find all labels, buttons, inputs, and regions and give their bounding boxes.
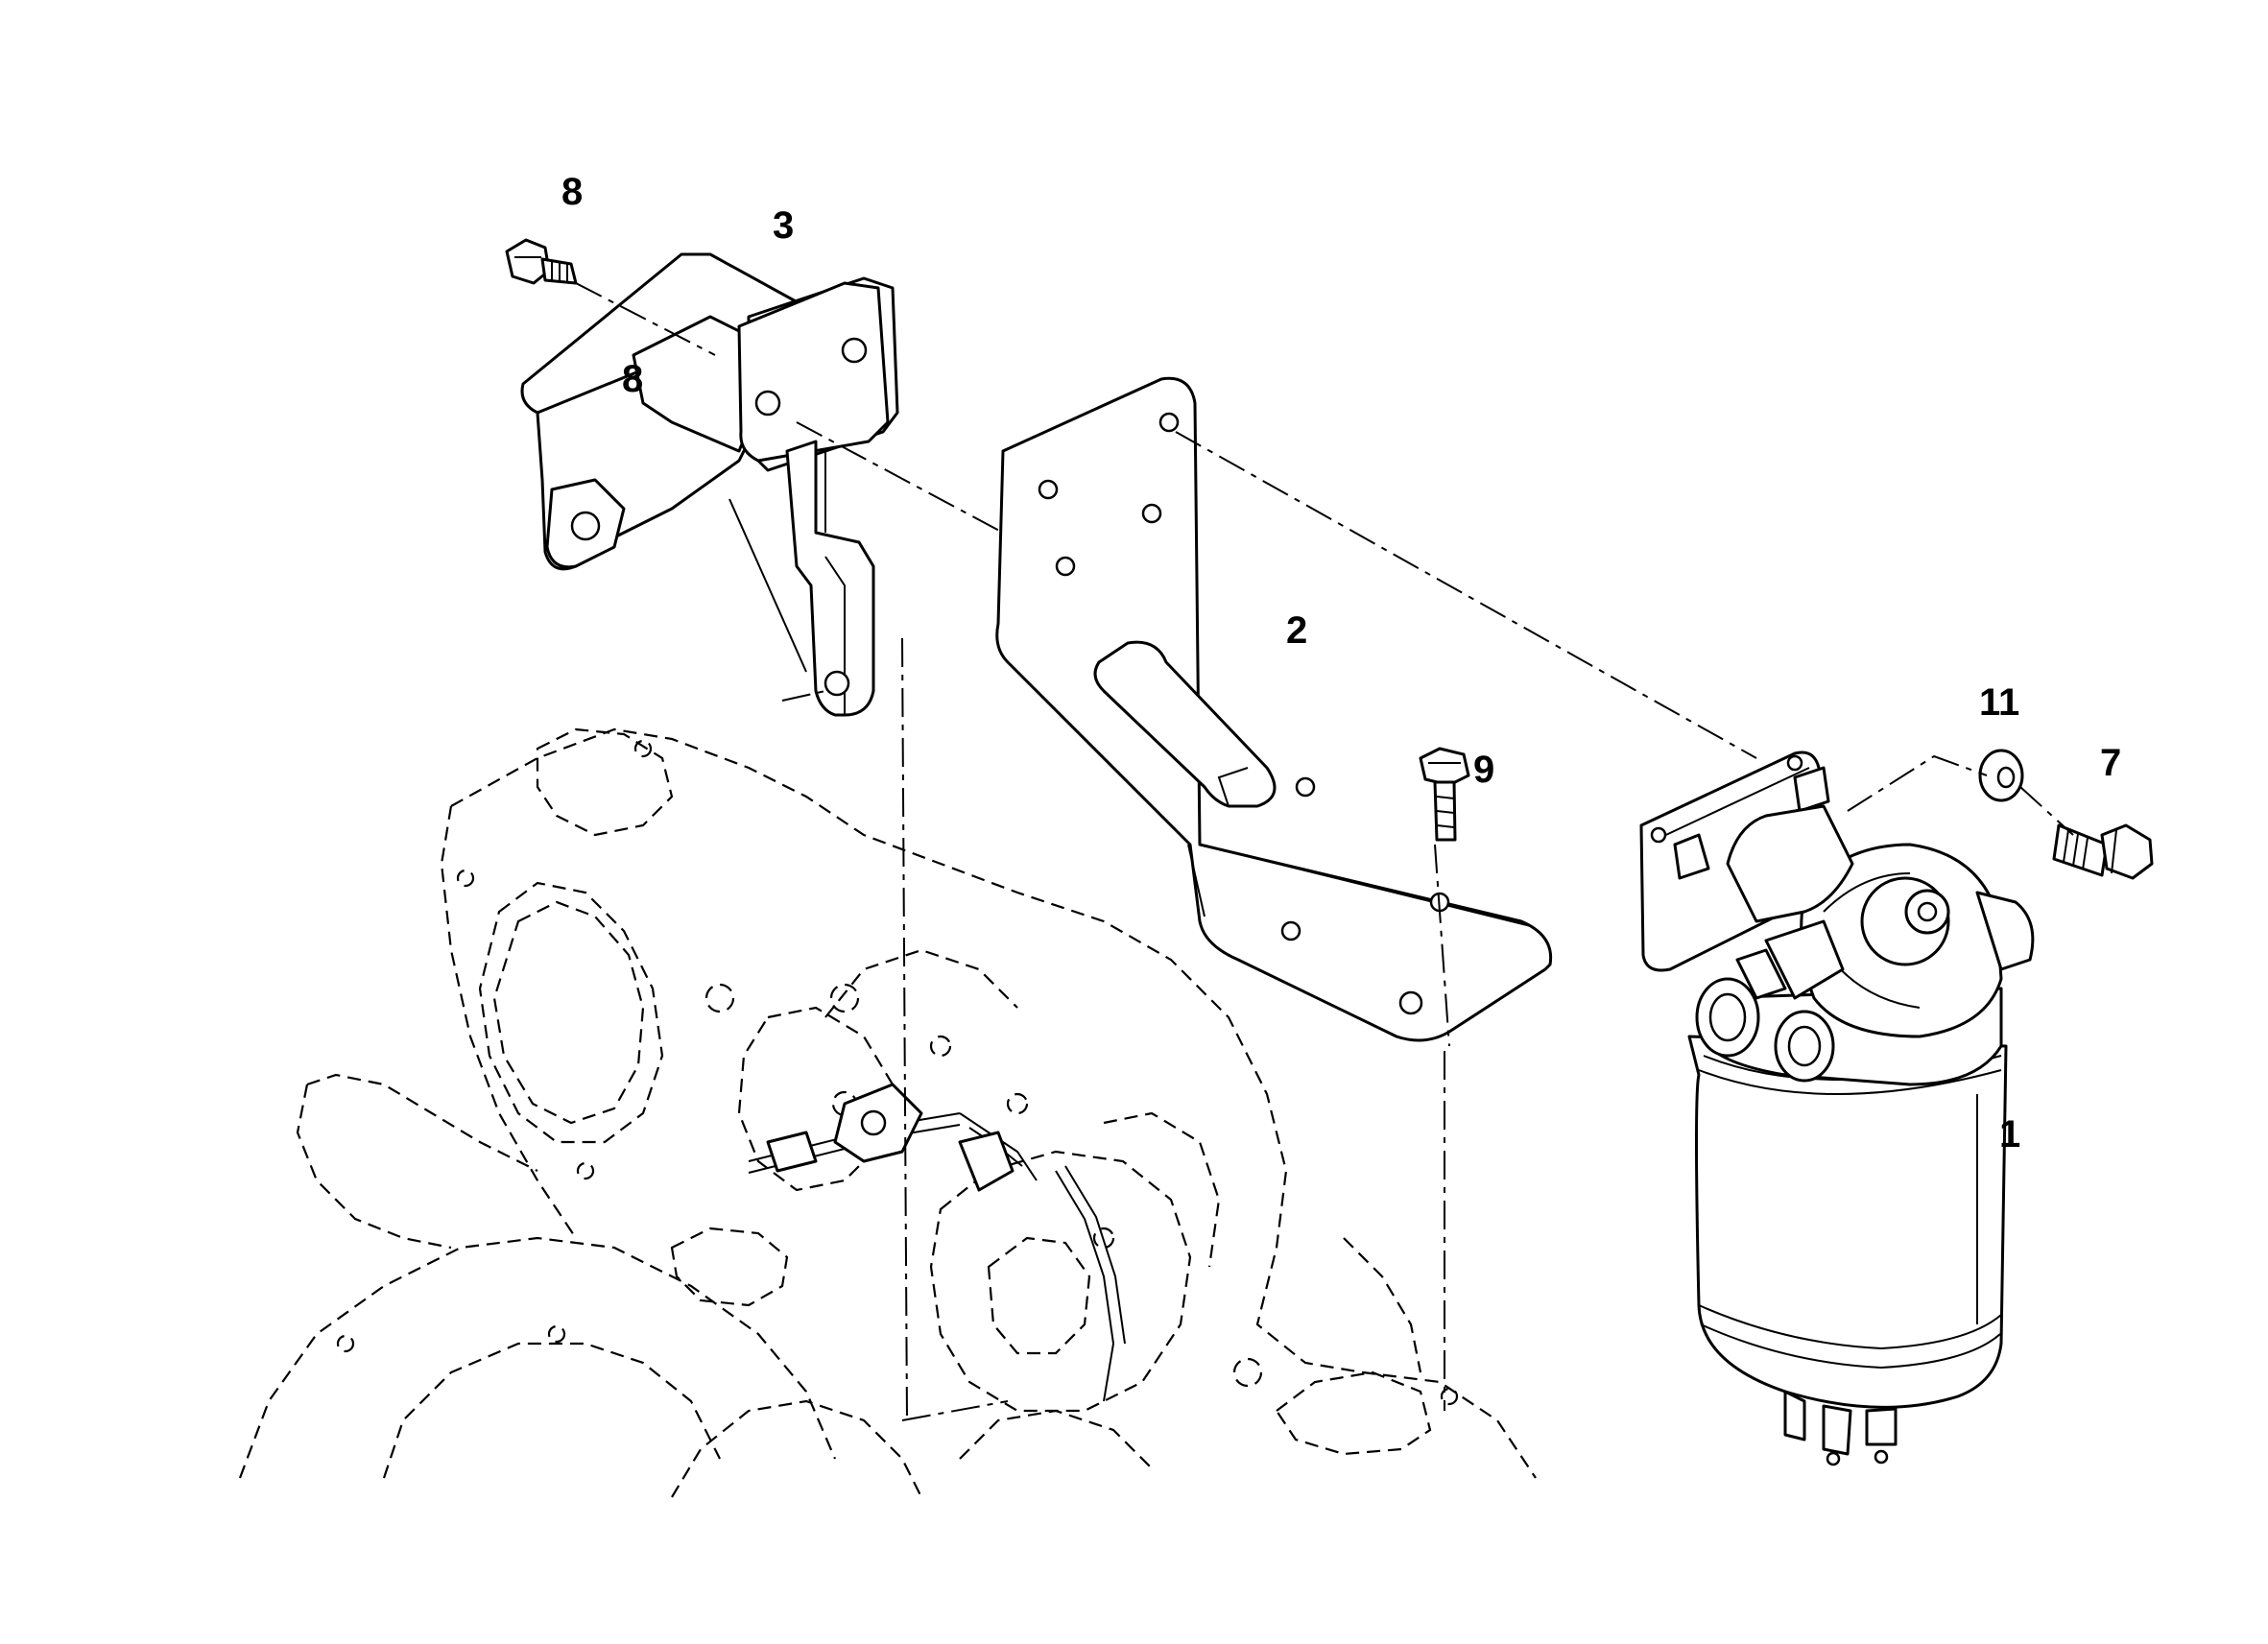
callout-3: 3	[773, 204, 794, 247]
callout-1: 1	[1999, 1113, 2020, 1156]
callout-2: 2	[1286, 609, 1307, 652]
bolt-7	[2052, 823, 2154, 880]
callout-9: 9	[1473, 749, 1494, 791]
callout-7: 7	[2100, 742, 2121, 784]
bolt-9	[1419, 747, 1470, 842]
fuel-filter-1	[1639, 751, 2035, 1466]
callout-8-bracket: 8	[622, 358, 643, 400]
bracket-2	[995, 376, 1553, 1042]
callout-labels: 1 2 3 7 8 8 9 11	[561, 171, 2121, 1156]
washer-11	[1978, 749, 2024, 802]
callout-8-top: 8	[561, 171, 583, 213]
bracket-3	[520, 252, 899, 717]
callout-11: 11	[1979, 681, 2019, 724]
fuel-lines	[748, 1083, 1126, 1402]
alignment-leaders	[575, 282, 2074, 1421]
bolt-8-top	[505, 238, 578, 285]
engine-housing	[238, 727, 1537, 1498]
